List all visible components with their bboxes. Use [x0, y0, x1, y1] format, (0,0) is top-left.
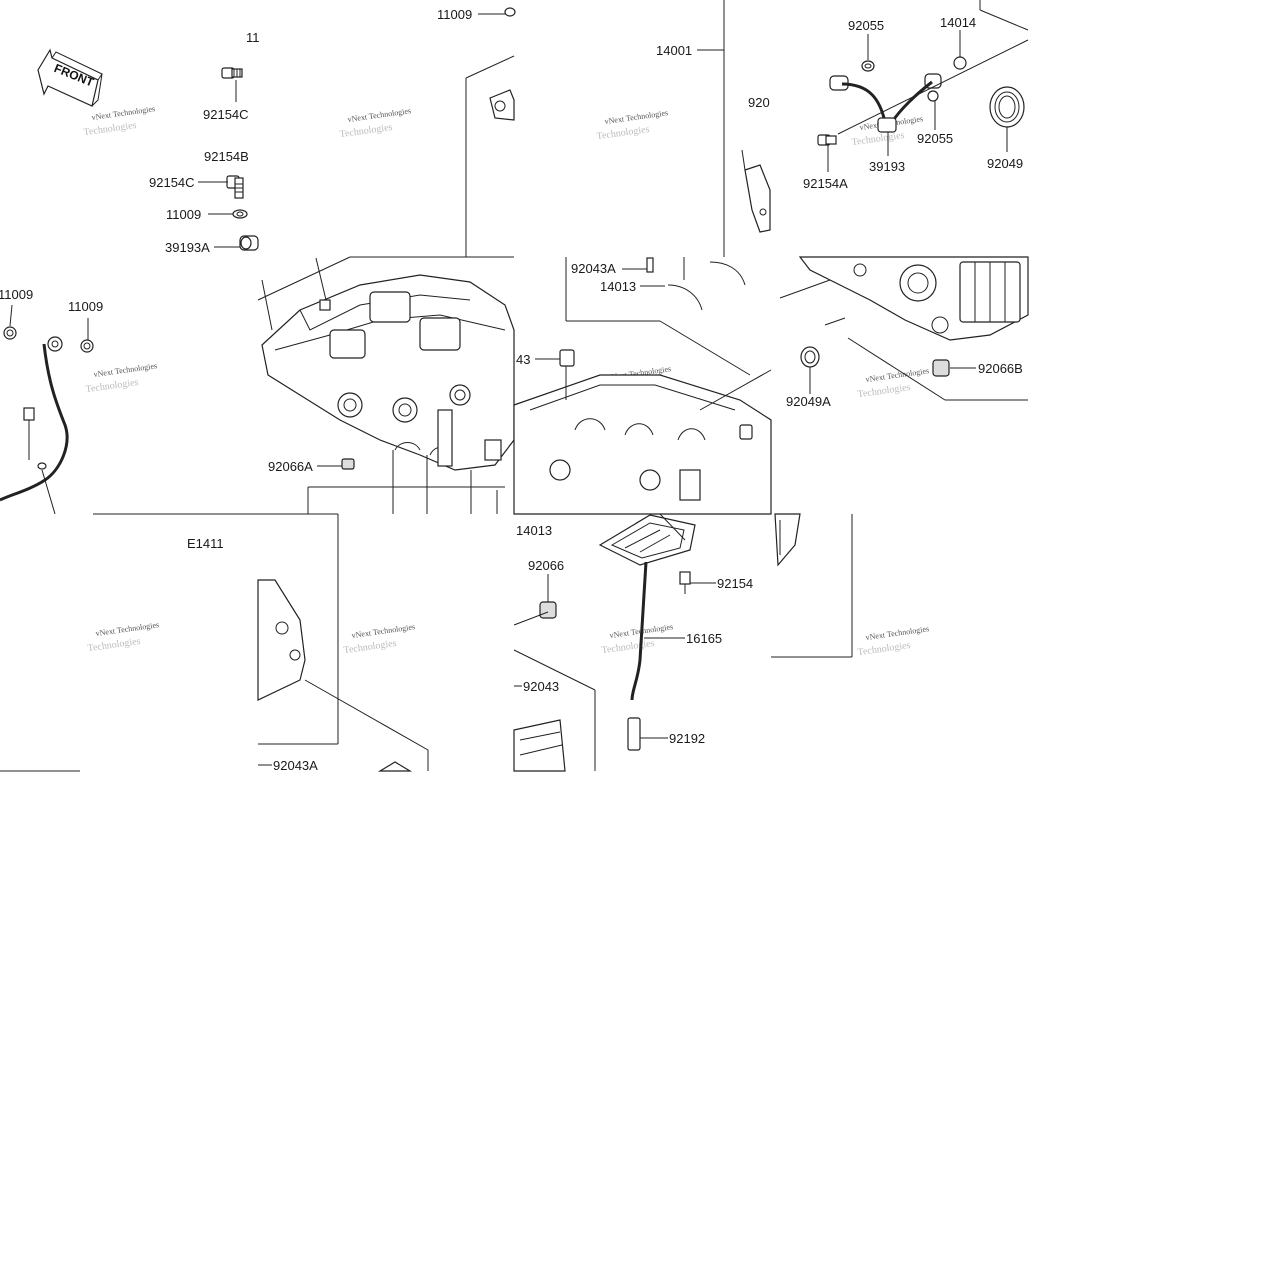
watermark-text-ghost: Technologies: [857, 640, 911, 658]
watermark-text: vNext Technologies: [865, 624, 930, 642]
part-label: 11009: [68, 299, 103, 314]
washer-11009-top: [504, 7, 516, 17]
watermark-text: vNext Technologies: [604, 108, 669, 126]
part-label: 92154C: [203, 107, 249, 122]
fitting-39193a: [239, 235, 259, 251]
watermark-text-ghost: Technologies: [343, 638, 397, 656]
lower-oil-pan: [513, 611, 596, 772]
diagram-code: E1411: [187, 536, 224, 551]
watermark-text: vNext Technologies: [865, 366, 930, 384]
plug-92066b: [932, 359, 950, 377]
part-label: 11009: [0, 287, 33, 302]
watermark-text: vNext Technologies: [351, 622, 416, 640]
upper-crankcase: [261, 257, 515, 471]
plug-92066a: [341, 458, 355, 470]
part-label: 14014: [940, 15, 976, 30]
part-label: 92154: [717, 576, 753, 591]
part-label: 14013: [600, 279, 636, 294]
part-label: 92154B: [204, 149, 249, 164]
part-label: 92055: [848, 18, 884, 33]
part-label: 11009: [166, 207, 201, 222]
oil-seal-92049a: [800, 346, 820, 368]
part-label: 14001: [656, 43, 692, 58]
crankcase-fragment-bottom-right: [774, 513, 801, 567]
watermark-text-ghost: Technologies: [85, 377, 139, 395]
front-arrow-icon: FRONT: [37, 48, 103, 107]
watermark-text: vNext Technologies: [93, 361, 158, 379]
part-label: 16165: [686, 631, 722, 646]
oil-pipe: [0, 326, 94, 515]
part-label: 920: [748, 95, 770, 110]
part-label: 39193A: [165, 240, 210, 255]
part-label: 43: [516, 352, 530, 367]
right-crankcase: [779, 256, 1029, 401]
watermark-text-ghost: Technologies: [339, 122, 393, 140]
watermark-text-ghost: Technologies: [601, 638, 655, 656]
lower-crankcase: [513, 257, 772, 515]
crankcase-fragment-top-center: [489, 89, 515, 121]
part-label: 92066A: [268, 459, 313, 474]
dowel-43: [559, 349, 575, 400]
watermark-text: vNext Technologies: [91, 104, 156, 122]
part-label: 92154C: [149, 175, 195, 190]
oil-strainer: [598, 513, 696, 751]
part-label: 92066: [528, 558, 564, 573]
part-label: 92154A: [803, 176, 848, 191]
banjo-bolt-92154c: [226, 175, 244, 199]
lower-left-crankcase: [257, 579, 429, 772]
part-labels: 11009 11 14001 92055 14014 92154C 92154B…: [0, 7, 1023, 773]
oil-seal-92049: [989, 86, 1025, 128]
watermark-text-ghost: Technologies: [87, 636, 141, 654]
watermark-text-ghost: Technologies: [851, 130, 905, 148]
plug-92066: [539, 601, 557, 619]
bearing-14013: [646, 257, 746, 311]
part-label: 11: [246, 30, 260, 45]
part-label: 92043: [523, 679, 559, 694]
leader-lines: [9, 13, 1008, 766]
bracket-920: [741, 149, 771, 233]
bolt-92154c-top: [221, 67, 243, 79]
watermark-text-ghost: Technologies: [596, 124, 650, 142]
part-label: 92049A: [786, 394, 831, 409]
oil-pipe-39193: [817, 39, 1029, 146]
watermark-text: vNext Technologies: [95, 620, 160, 638]
part-label: 92055: [917, 131, 953, 146]
leader-lines-upper: [261, 279, 505, 514]
part-label: 92192: [669, 731, 705, 746]
tile-frames: [0, 0, 853, 772]
part-label: 92049: [987, 156, 1023, 171]
watermark-text-ghost: Technologies: [857, 382, 911, 400]
part-label: 11009: [437, 7, 472, 22]
part-label: 92066B: [978, 361, 1023, 376]
part-label: 92043A: [571, 261, 616, 276]
bolt-92154: [679, 571, 691, 594]
watermark-text: vNext Technologies: [347, 106, 412, 124]
washer-11009: [232, 209, 248, 219]
part-label: 14013: [516, 523, 552, 538]
part-label: 39193: [869, 159, 905, 174]
watermark-text-ghost: Technologies: [83, 120, 137, 138]
leader-lines-right: [979, 0, 1029, 31]
part-label: 92043A: [273, 758, 318, 773]
